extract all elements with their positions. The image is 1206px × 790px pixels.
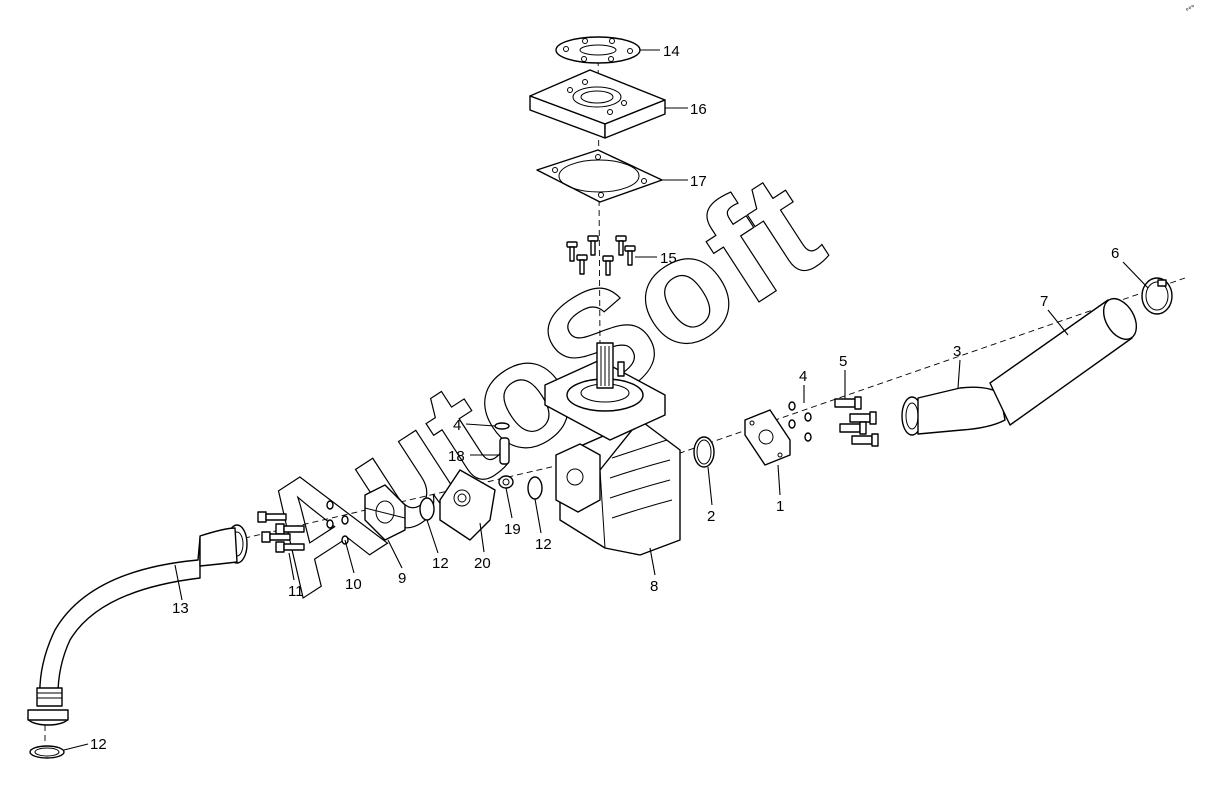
bolts-15	[566, 235, 636, 276]
adapter-plate-16	[529, 69, 666, 139]
gasket-17	[536, 149, 663, 203]
callout-3: 3	[953, 343, 961, 360]
callout-12-left: 12	[432, 555, 449, 572]
callout-12-bottom: 12	[90, 736, 107, 753]
callout-6: 6	[1111, 245, 1119, 262]
callout-16: 16	[690, 101, 707, 118]
leader-lines	[63, 49, 1149, 751]
port-block	[439, 469, 496, 541]
callout-18: 18	[448, 448, 465, 465]
callout-13: 13	[172, 600, 189, 617]
callout-4-top: 4	[453, 417, 461, 434]
callout-10: 10	[345, 576, 362, 593]
callout-20: 20	[474, 555, 491, 572]
split-flange-9	[364, 484, 406, 541]
bolts-5	[834, 396, 879, 447]
callout-5: 5	[839, 353, 847, 370]
callout-8: 8	[650, 578, 658, 595]
callout-15: 15	[660, 250, 677, 267]
clamp-6	[1141, 277, 1173, 315]
watermark-text: AutoSoft	[226, 141, 848, 627]
callout-9: 9	[398, 570, 406, 587]
pump-body-8	[544, 342, 681, 556]
washer-4-top	[494, 422, 510, 430]
o-ring-12-left	[419, 497, 435, 521]
washers-10	[326, 500, 349, 545]
nut-19	[498, 475, 514, 489]
callout-11: 11	[288, 583, 304, 600]
hose-13	[27, 524, 248, 726]
corner-mark: °°°	[1185, 3, 1198, 16]
callout-2: 2	[707, 508, 715, 525]
watermark: AutoSoft	[225, 141, 849, 628]
o-ring-12-center	[527, 476, 543, 500]
bolts-11	[257, 511, 305, 553]
washers-4-right	[788, 401, 812, 442]
flange-1	[744, 409, 791, 466]
dowel-18	[499, 437, 510, 465]
callout-19: 19	[504, 521, 521, 538]
hose-fitting-3	[901, 386, 1006, 436]
o-ring-2	[693, 436, 715, 468]
callout-7: 7	[1040, 293, 1048, 310]
callout-1: 1	[776, 498, 784, 515]
callout-labels: 14 16 17 15 6 7 3 5 4 4 18 1 2 8 12 19 2…	[90, 43, 1119, 753]
gasket-14	[555, 36, 641, 64]
callout-14: 14	[663, 43, 680, 60]
callout-12-center: 12	[535, 536, 552, 553]
callout-4-right: 4	[799, 368, 807, 385]
callout-17: 17	[690, 173, 707, 190]
o-ring-12-bottom	[29, 745, 65, 759]
hose-7	[989, 298, 1138, 426]
